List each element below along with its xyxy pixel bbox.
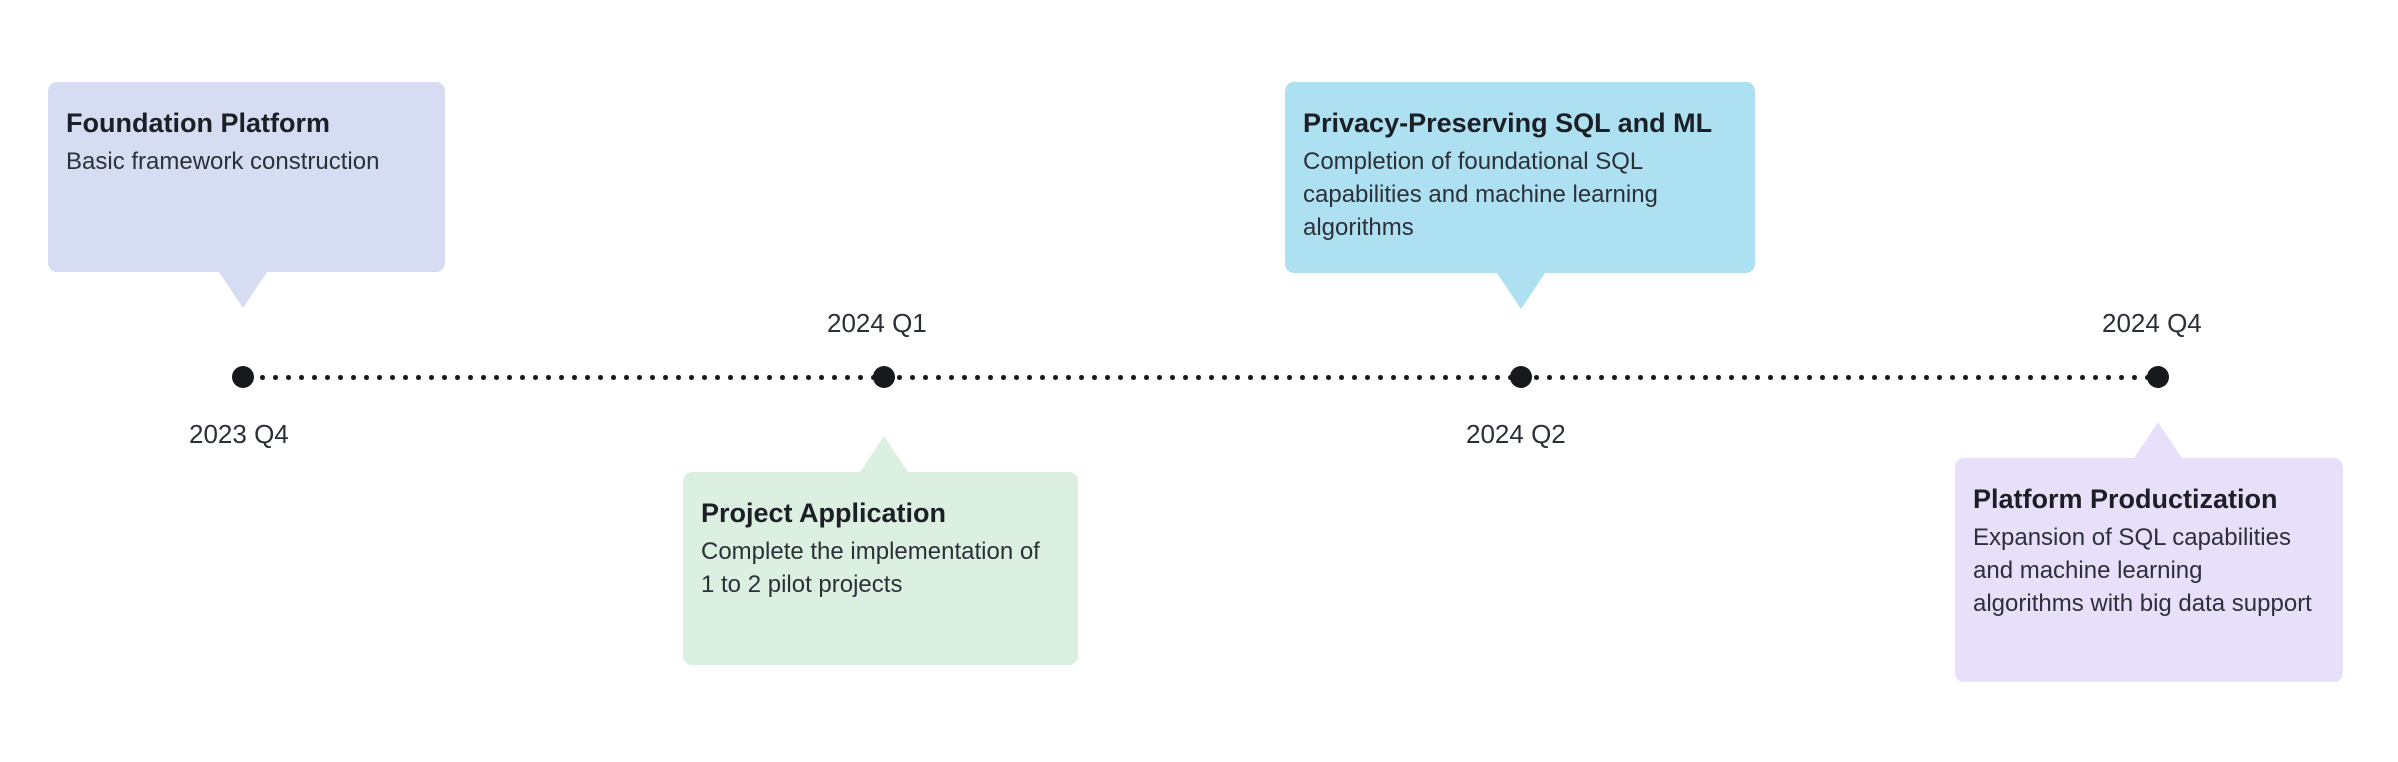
milestone-card-title: Platform Productization [1973, 484, 2278, 514]
tick-label-2023-q4: 2023 Q4 [189, 419, 289, 449]
milestone-pointer-project-application [860, 436, 908, 472]
milestone-pointer-platform-productization [2134, 422, 2182, 458]
timeline-axis-dotted-line [243, 375, 2158, 380]
tick-label-2024-q4: 2024 Q4 [2102, 308, 2202, 338]
milestone-card-description: Complete the implementation of 1 to 2 pi… [701, 537, 1040, 598]
milestone-card-title: Privacy-Preserving SQL and ML [1303, 108, 1713, 138]
milestone-card-title: Project Application [701, 498, 947, 528]
milestone-card-platform-productization[interactable]: Platform Productization Expansion of SQL… [1955, 458, 2343, 682]
milestone-card-title: Foundation Platform [66, 108, 330, 138]
timeline-dot-2023-q4[interactable] [232, 366, 254, 388]
milestone-pointer-foundation-platform [219, 272, 267, 308]
tick-label-2024-q1: 2024 Q1 [827, 308, 927, 338]
timeline-dot-2024-q4[interactable] [2147, 366, 2169, 388]
milestone-card-foundation-platform[interactable]: Foundation Platform Basic framework cons… [48, 82, 445, 272]
milestone-card-project-application[interactable]: Project Application Complete the impleme… [683, 472, 1078, 665]
milestone-card-description: Completion of foundational SQL capabilit… [1303, 147, 1658, 242]
milestone-card-description: Basic framework construction [66, 147, 380, 175]
timeline-dot-2024-q2[interactable] [1510, 366, 1532, 388]
milestone-card-privacy-preserving-sql-and-ml[interactable]: Privacy-Preserving SQL and ML Completion… [1285, 82, 1755, 273]
milestone-pointer-privacy-preserving-sql-and-ml [1497, 273, 1545, 309]
milestone-card-description: Expansion of SQL capabilities and machin… [1973, 523, 2312, 618]
tick-label-2024-q2: 2024 Q2 [1466, 419, 1566, 449]
timeline-dot-2024-q1[interactable] [873, 366, 895, 388]
